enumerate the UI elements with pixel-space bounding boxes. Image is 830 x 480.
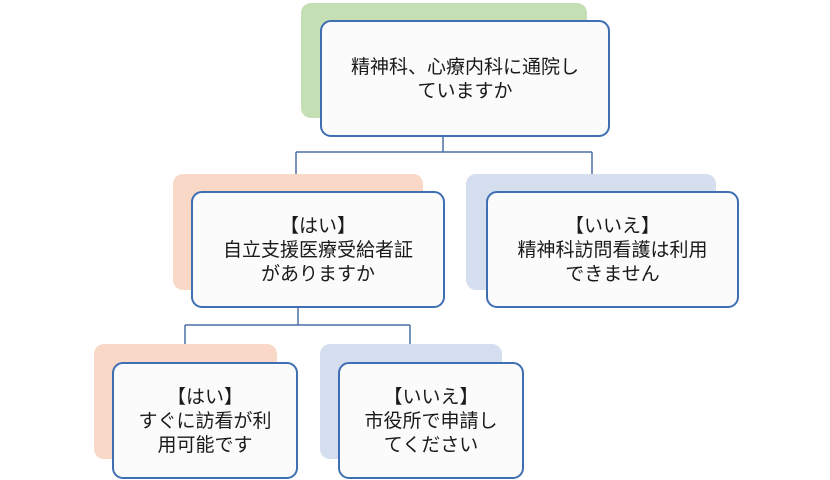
- no-line-2: 精神科訪問看護は利用: [517, 238, 708, 261]
- yes-no-answer-box: 【いいえ】 市役所で申請し てください: [338, 362, 524, 479]
- no-line-1: 【いいえ】: [564, 214, 660, 237]
- yes-line-2: 自立支援医療受給者証: [222, 238, 413, 261]
- yes-yes-line-2: すぐに訪看が利: [138, 409, 272, 432]
- yes-answer-box: 【はい】 自立支援医療受給者証 がありますか: [191, 191, 445, 308]
- no-answer-box: 【いいえ】 精神科訪問看護は利用 できません: [486, 191, 739, 308]
- root-line-1: 精神科、心療内科に通院し: [350, 55, 579, 78]
- yes-yes-line-3: 用可能です: [157, 433, 253, 456]
- root-question-box: 精神科、心療内科に通院し ていますか: [320, 20, 610, 137]
- yes-line-3: がありますか: [260, 262, 375, 285]
- no-line-3: できません: [565, 262, 660, 285]
- yes-no-line-3: てください: [383, 433, 479, 456]
- yes-yes-answer-box: 【はい】 すぐに訪看が利 用可能です: [112, 362, 298, 479]
- root-line-2: ていますか: [417, 79, 513, 102]
- yes-line-1: 【はい】: [279, 214, 356, 237]
- yes-yes-line-1: 【はい】: [166, 385, 243, 408]
- yes-no-line-2: 市役所で申請し: [364, 409, 498, 432]
- yes-no-line-1: 【いいえ】: [383, 385, 479, 408]
